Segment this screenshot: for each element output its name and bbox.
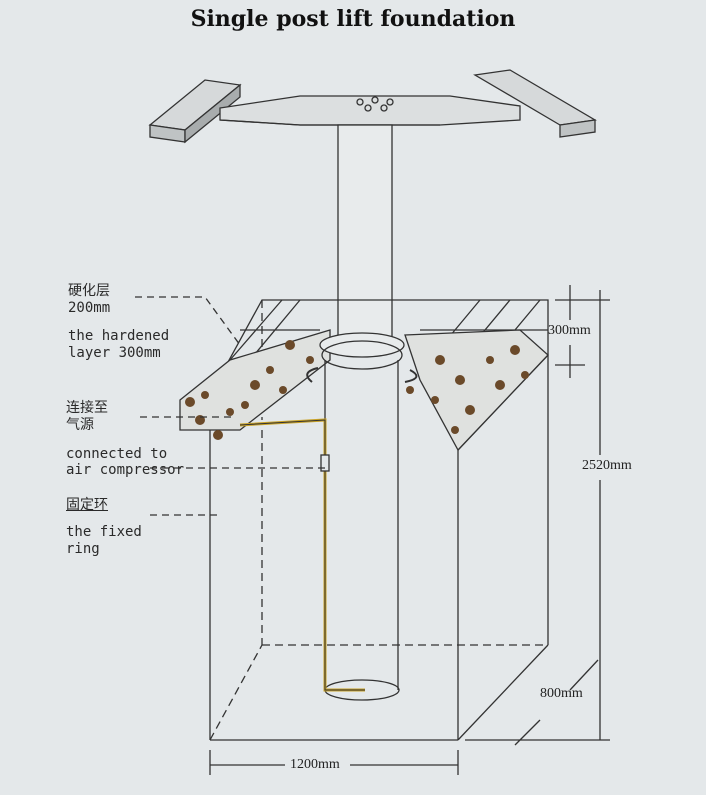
air-compressor-en-line1: connected to [66, 446, 168, 462]
air-pipe [239, 418, 365, 692]
air-compressor-en-line2: air compressor [66, 462, 185, 478]
foundation-box [179, 299, 549, 741]
diagram-title: Single post lift foundation [190, 6, 516, 32]
side-width-dimension: 800mm [540, 686, 583, 701]
depth-dimension: 2520mm [582, 458, 632, 473]
lift-platform [148, 69, 597, 144]
fixed-ring-en-line2: ring [66, 541, 100, 557]
concrete-aggregate [185, 340, 529, 440]
air-source-cn-line1: 连接至 [66, 400, 108, 416]
front-width-dimension: 1200mm [290, 757, 340, 772]
hardened-layer-cn-label: 硬化层 [68, 283, 110, 299]
layer-dimension: 300mm [548, 323, 591, 338]
hardened-layer-en-line2: layer 300mm [68, 345, 161, 361]
leader-lines [135, 296, 325, 516]
hardened-layer-cn-size: 200mm [68, 300, 111, 316]
lift-post [337, 124, 393, 341]
air-source-cn-line2: 气源 [66, 417, 94, 433]
hardened-layer-en-line1: the hardened [68, 328, 170, 344]
fixed-ring-cn-label: 固定环 [66, 497, 108, 513]
dimension-lines [209, 285, 610, 775]
fixed-ring-en-line1: the fixed [66, 524, 142, 540]
